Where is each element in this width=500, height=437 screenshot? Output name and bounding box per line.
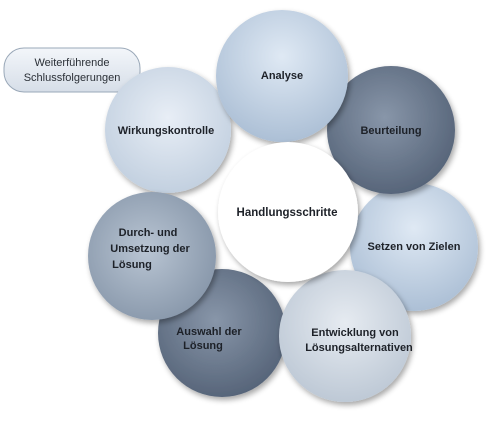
petal-entwicklung: Entwicklung von Lösungsalternativen <box>279 270 413 402</box>
note-box-shape <box>3 47 141 93</box>
petal-analyse-label: Analyse <box>261 70 303 82</box>
petal-wirkungskontrolle-label: Wirkungskontrolle <box>118 125 214 137</box>
petal-durchsetzung-label-1: Durch- und <box>119 227 178 239</box>
note-line-2: Schlussfolgerungen <box>24 72 121 84</box>
petal-entwicklung-label-1: Entwicklung von <box>311 327 399 339</box>
petal-entwicklung-label-2: Lösungsalternativen <box>305 342 413 354</box>
petal-ring: Wirkungskontrolle Auswahl der Lösung Dur… <box>88 10 478 402</box>
petal-analyse: Analyse <box>216 10 348 142</box>
petal-durchsetzung-label-3: Lösung <box>112 259 152 271</box>
petal-wirkungskontrolle: Wirkungskontrolle <box>105 67 231 193</box>
petal-durchsetzung-label-2: Umsetzung der <box>110 243 190 255</box>
note-box: Weiterführende Schlussfolgerungen <box>3 47 141 93</box>
petal-setzen-label: Setzen von Zielen <box>368 241 461 253</box>
center-label: Handlungsschritte <box>237 207 338 219</box>
petal-auswahl-label-1: Auswahl der <box>176 326 242 338</box>
petal-setzen-shape <box>350 183 478 311</box>
petal-beurteilung-label: Beurteilung <box>360 125 421 137</box>
petal-durchsetzung: Durch- und Umsetzung der Lösung <box>88 192 216 320</box>
petal-wirkungskontrolle-shape <box>105 67 231 193</box>
petal-auswahl-label-2: Lösung <box>183 340 223 352</box>
center-circle <box>218 142 358 282</box>
petal-setzen-von-zielen: Setzen von Zielen <box>350 183 478 311</box>
petal-durchsetzung-shape <box>88 192 216 320</box>
petal-analyse-shape <box>216 10 348 142</box>
petal-entwicklung-shape <box>279 270 411 402</box>
petal-beurteilung: Beurteilung <box>327 66 455 194</box>
note-line-1: Weiterführende <box>34 57 109 69</box>
center-node: Handlungsschritte <box>218 142 358 282</box>
petal-beurteilung-shape <box>327 66 455 194</box>
